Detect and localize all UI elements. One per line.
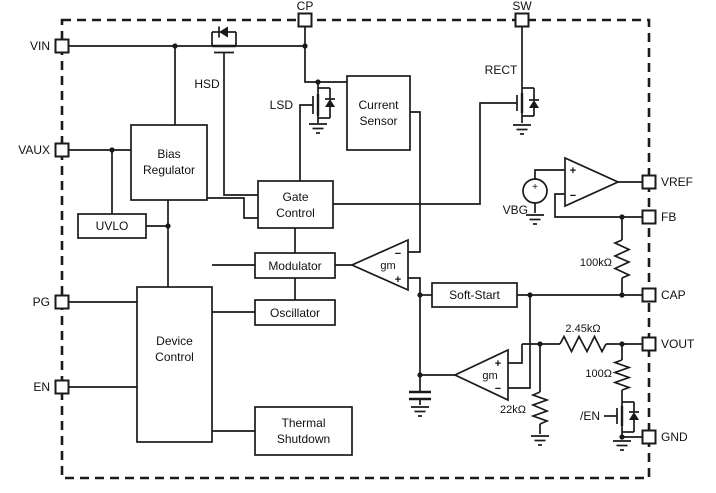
resistor-100: 100Ω [585,359,632,391]
pin-labels: CP SW VIN VAUX PG EN VREF FB CAP VOUT GN… [18,0,695,444]
pin-pads [54,12,657,445]
pin-label-vaux: VAUX [18,143,50,157]
pin-sw [514,12,530,28]
pin-label-vout: VOUT [661,337,695,351]
hsd-label: HSD [194,77,220,91]
block-label: Regulator [143,163,195,177]
rect-transistor: RECT [485,63,539,123]
gm-amplifier-2: gm + − [453,348,509,402]
ground-icon [530,435,550,446]
vref-amplifier: + − [564,156,621,208]
pin-cap [641,287,657,303]
pin-label-gnd: GND [661,430,688,444]
wires [69,26,643,438]
plus-input: + [395,274,401,286]
resistor-label: 100Ω [585,368,612,380]
block-device-control: Device Control [136,286,213,443]
block-soft-start: Soft-Start [431,282,518,308]
ground-icon [512,124,532,135]
rect-label: RECT [485,63,518,77]
minus-input: − [495,383,501,395]
resistor-22k: 22kΩ [500,391,550,425]
gm-label: gm [380,260,395,272]
block-label: Gate [282,190,308,204]
minus-input: − [395,248,401,260]
pin-label-cap: CAP [661,288,686,302]
lsd-label: LSD [270,98,294,112]
pin-vin [54,38,70,54]
minus-input: − [570,190,576,202]
block-label: Oscillator [270,306,320,320]
pin-label-cp: CP [297,0,314,13]
lsd-transistor: LSD [270,82,335,123]
resistor-2k45: 2.45kΩ [559,323,607,354]
comp-capacitor [409,390,431,401]
hsd-transistor: HSD [194,26,237,91]
resistor-100k: 100kΩ [580,239,632,279]
pin-label-sw: SW [512,0,532,13]
pin-pg [54,294,70,310]
block-label: Modulator [268,259,321,273]
pin-label-en: EN [33,380,50,394]
chip-boundary [60,18,651,480]
en-fet: /EN [580,401,639,433]
block-thermal-shutdown: Thermal Shutdown [254,406,353,456]
ground-icon [612,440,632,451]
pin-vout [641,336,657,352]
block-label: Soft-Start [449,288,500,302]
pin-vref [641,174,657,190]
pin-label-fb: FB [661,210,676,224]
pin-fb [641,209,657,225]
block-uvlo: UVLO [77,213,147,239]
pin-gnd [641,429,657,445]
block-current-sensor: Current Sensor [346,75,411,151]
block-label: Sensor [359,114,397,128]
block-modulator: Modulator [254,252,336,279]
plus-input: + [495,358,501,370]
resistor-label: 2.45kΩ [565,323,600,335]
block-label: Control [155,350,194,364]
gm-amplifier-1: gm − + [349,238,409,292]
vbg-source: + VBG [503,178,548,217]
block-label: Control [276,206,315,220]
ground-icon [410,406,430,417]
block-oscillator: Oscillator [254,299,336,326]
block-label: Thermal [281,416,325,430]
plus-sign: + [532,182,538,193]
block-label: Device [156,334,193,348]
resistor-label: 100kΩ [580,257,612,269]
ground-icon [308,123,328,134]
block-label: UVLO [96,219,129,233]
pin-en [54,379,70,395]
gm-label: gm [482,370,497,382]
ground-icon [525,214,545,225]
pin-label-vref: VREF [661,175,693,189]
block-label: Bias [157,147,180,161]
junction-dots [109,43,625,440]
pin-label-pg: PG [33,295,50,309]
pin-vaux [54,142,70,158]
block-bias-regulator: Bias Regulator [130,124,208,201]
plus-input: + [570,165,576,177]
block-label: Current [358,98,399,112]
vbg-label: VBG [503,203,528,217]
pin-label-vin: VIN [30,39,50,53]
resistor-label: 22kΩ [500,404,526,416]
block-gate-control: Gate Control [257,180,334,229]
block-label: Shutdown [277,432,330,446]
en-fet-label: /EN [580,409,600,423]
pin-cp [297,12,313,28]
